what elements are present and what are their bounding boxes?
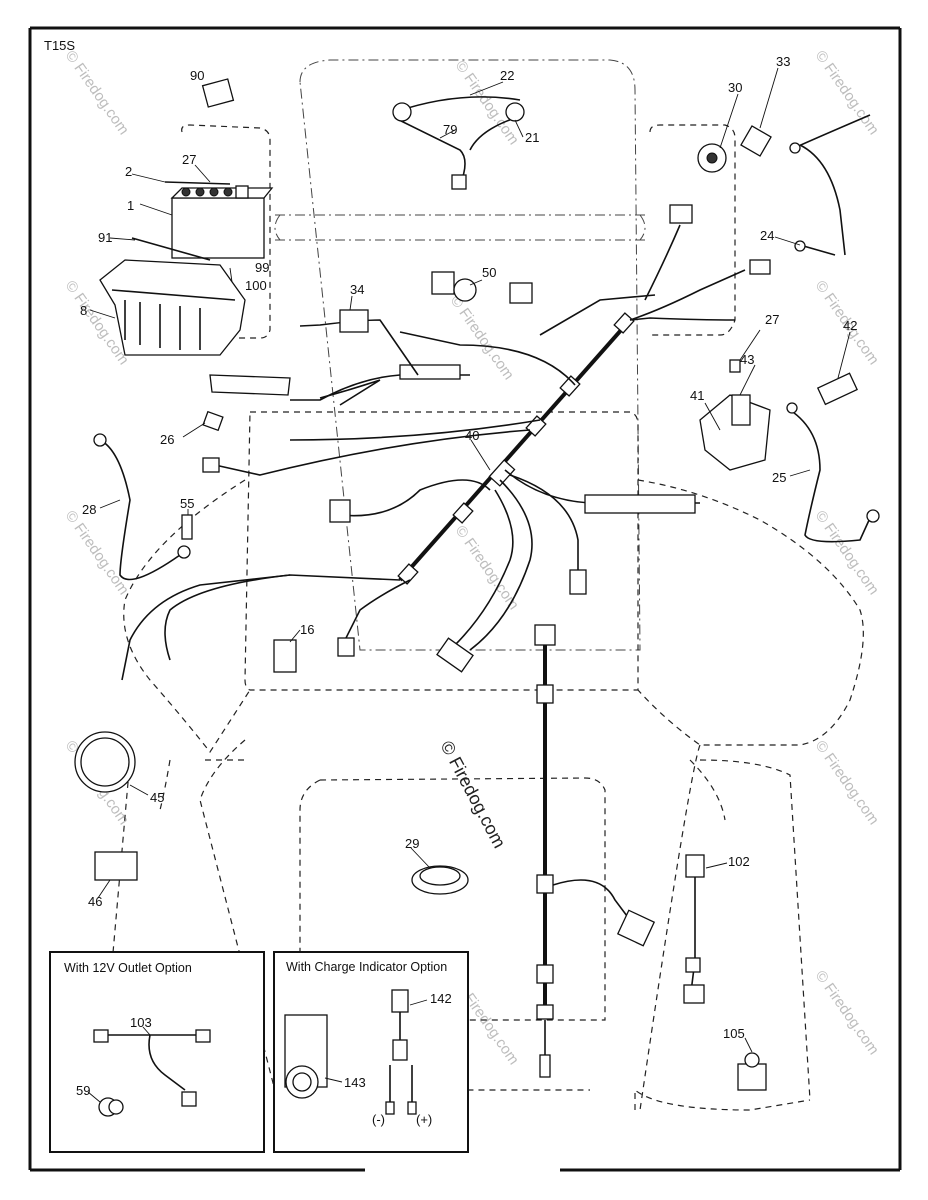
headlight-harness [392, 96, 525, 190]
part-number-34: 34 [350, 282, 364, 297]
part-number-8: 8 [80, 303, 87, 318]
lower-harness [534, 624, 705, 1078]
part-number-43: 43 [740, 352, 754, 367]
part-number-59: 59 [76, 1083, 90, 1098]
part-number-105: 105 [723, 1026, 745, 1041]
misc-parts [74, 78, 880, 1091]
part-number-26: 26 [160, 432, 174, 447]
part-number-22: 22 [500, 68, 514, 83]
main-wire-harness [121, 204, 771, 681]
part-number-30: 30 [728, 80, 742, 95]
part-number-50: 50 [482, 265, 496, 280]
part-number-1: 1 [127, 198, 134, 213]
part-number-142: 142 [430, 991, 452, 1006]
part-number-46: 46 [88, 894, 102, 909]
part-number-25: 25 [772, 470, 786, 485]
outlet-option-title: With 12V Outlet Option [64, 961, 192, 975]
leader-lines [87, 67, 851, 1103]
watermark-text: © Firedog.com [62, 48, 132, 139]
part-number-103: 103 [130, 1015, 152, 1030]
part-number-99: 99 [255, 260, 269, 275]
part-number-21: 21 [525, 130, 539, 145]
part-number-29: 29 [405, 836, 419, 851]
part-number-102: 102 [728, 854, 750, 869]
outlet-option-box: With 12V Outlet Option [49, 951, 265, 1153]
watermark-center: © Firedog.com [436, 737, 509, 851]
part-number-143: 143 [344, 1075, 366, 1090]
part-number-24: 24 [760, 228, 774, 243]
watermark-text: © Firedog.com [812, 738, 882, 829]
part-labels: 1 2 8 16 21 22 24 25 26 27 27 28 29 30 3… [76, 54, 857, 1098]
part-number-90: 90 [190, 68, 204, 83]
diagram-code: T15S [44, 38, 75, 53]
part-number-79: 79 [443, 122, 457, 137]
charge-option-title: With Charge Indicator Option [286, 960, 447, 974]
page-frame [28, 26, 902, 1172]
watermark-text: © Firedog.com [812, 968, 882, 1059]
part-number-55: 55 [180, 496, 194, 511]
battery-group [99, 181, 274, 356]
part-number-2: 2 [125, 164, 132, 179]
polarity-minus: (-) [372, 1112, 385, 1127]
part-number-33: 33 [776, 54, 790, 69]
part-number-42: 42 [843, 318, 857, 333]
part-number-41: 41 [690, 388, 704, 403]
polarity-plus: (+) [416, 1112, 432, 1127]
part-number-27-solenoid: 27 [765, 312, 779, 327]
part-number-27-battery: 27 [182, 152, 196, 167]
part-number-45: 45 [150, 790, 164, 805]
charge-indicator-option-box: With Charge Indicator Option (-) (+) [273, 951, 469, 1153]
part-number-100: 100 [245, 278, 267, 293]
part-number-28: 28 [82, 502, 96, 517]
part-number-40: 40 [465, 428, 479, 443]
part-number-16: 16 [300, 622, 314, 637]
part-number-91: 91 [98, 230, 112, 245]
watermark-text: © Firedog.com [452, 523, 522, 614]
